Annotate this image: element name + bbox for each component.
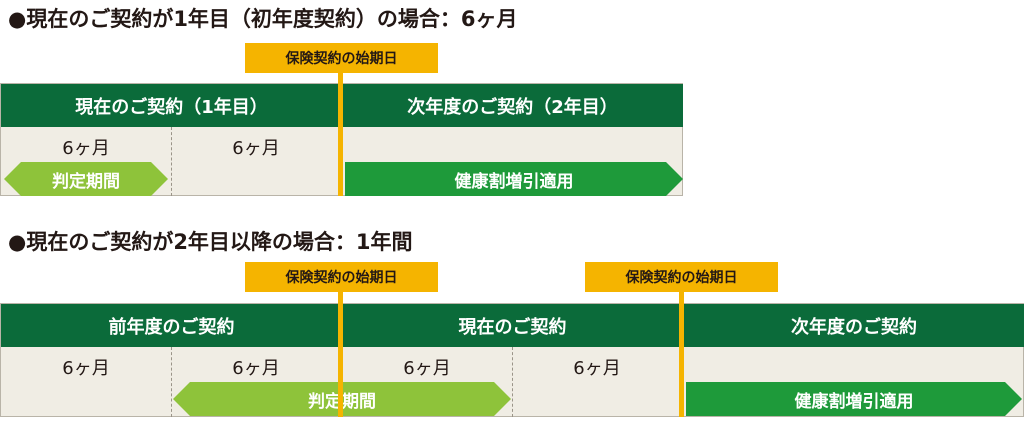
section1-heading: ●現在のご契約が1年目（初年度契約）の場合：6ヶ月 (8, 7, 518, 31)
section2-discount-label: 健康割増引適用 (794, 391, 914, 412)
section2-header-previous: 前年度のご契約 (1, 304, 342, 347)
section2-discount-arrow: 健康割増引適用 (686, 382, 1022, 416)
section1-header-next: 次年度のご契約（2年目） (342, 84, 683, 127)
section1-discount-arrow: 健康割増引適用 (345, 162, 683, 196)
section1-header-current: 現在のご契約（1年目） (1, 84, 342, 127)
section1-start-marker (338, 72, 343, 196)
section2-half-divider-2 (512, 347, 513, 417)
section1-judgement-arrow: 判定期間 (4, 162, 168, 196)
section2-month-3: 6ヶ月 (403, 358, 451, 379)
section1-half-divider (171, 127, 172, 196)
section2-header-current: 現在のご契約 (342, 304, 683, 347)
section2-half-divider-1 (171, 347, 172, 417)
section1-discount-label: 健康割増引適用 (454, 171, 574, 192)
section2-start-marker-1 (338, 292, 343, 417)
section2-month-2: 6ヶ月 (232, 358, 280, 379)
section2-start-tag-1: 保険契約の始期日 (245, 262, 438, 292)
section1-judgement-label: 判定期間 (52, 171, 120, 192)
section1-start-tag: 保険契約の始期日 (245, 43, 438, 73)
section2-heading: ●現在のご契約が2年目以降の場合：1年間 (8, 230, 413, 254)
section2-start-marker-2 (679, 292, 684, 417)
section1-month-1: 6ヶ月 (62, 138, 110, 159)
section2-start-tag-2: 保険契約の始期日 (585, 262, 778, 292)
section2-month-4: 6ヶ月 (573, 358, 621, 379)
section1-month-2: 6ヶ月 (232, 138, 280, 159)
section2-header-next: 次年度のご契約 (683, 304, 1024, 347)
section2-timeline: 前年度のご契約 現在のご契約 次年度のご契約 6ヶ月 6ヶ月 6ヶ月 6ヶ月 判… (0, 303, 1024, 417)
section2-month-1: 6ヶ月 (62, 358, 110, 379)
